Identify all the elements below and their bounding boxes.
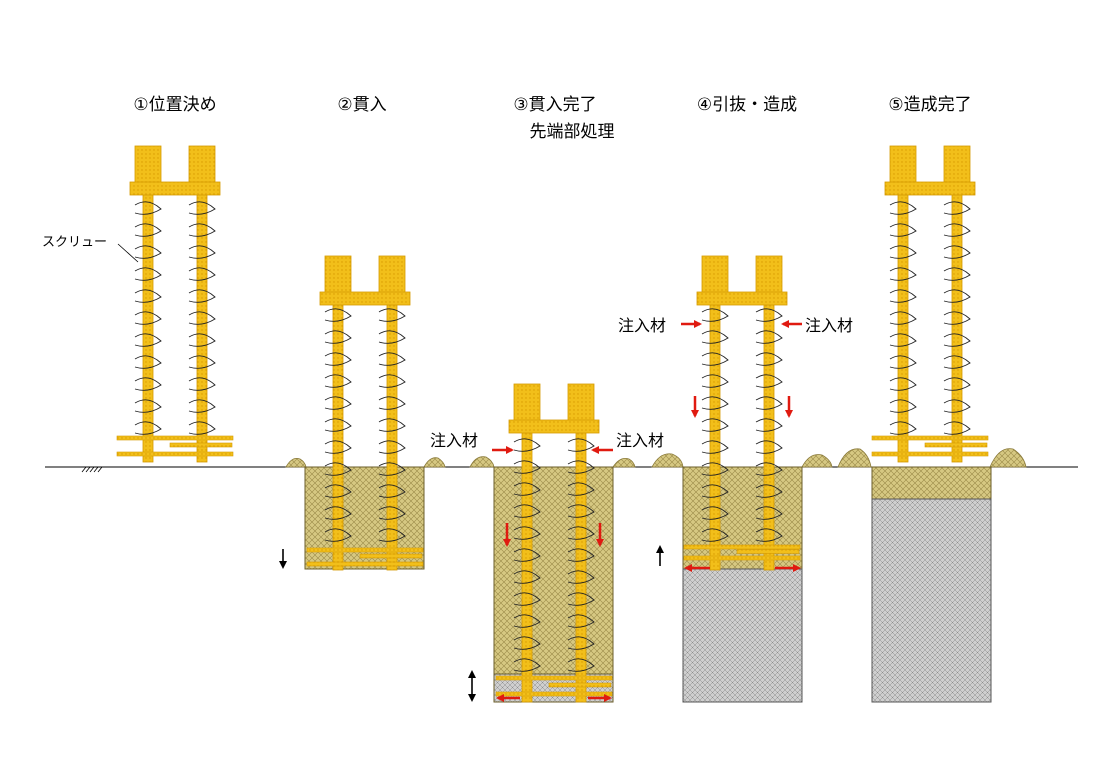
step5-title: ⑤造成完了 xyxy=(888,95,971,115)
step5-soil-cap xyxy=(871,466,992,500)
step4-injection-label-left: 注入材 xyxy=(618,316,666,335)
step1-tip-blades xyxy=(116,435,234,457)
step5-screw-helix xyxy=(889,201,971,435)
step4-screw-helix xyxy=(701,308,783,542)
step2-tip-blades xyxy=(306,547,424,567)
step2-screw-helix xyxy=(324,308,406,542)
step1-screw-helix xyxy=(134,201,216,435)
injection-arrows xyxy=(492,320,802,702)
step3-title: ③貫入完了 xyxy=(513,95,596,115)
step2-machine xyxy=(306,255,424,571)
step5-machine xyxy=(871,145,989,463)
step3-machine xyxy=(495,383,613,703)
step4-machine xyxy=(683,255,801,571)
step4-injection-label-right: 注入材 xyxy=(805,316,853,335)
step3-injection-label-right: 注入材 xyxy=(616,431,664,450)
step5-tip-blades xyxy=(871,435,989,457)
step4-improved-column xyxy=(682,568,803,703)
step5-improved-column xyxy=(871,498,992,703)
step3-injection-label-left: 注入材 xyxy=(430,431,478,450)
step1-machine xyxy=(116,145,234,463)
step4-title: ④引抜・造成 xyxy=(697,95,797,115)
direction-arrows xyxy=(279,545,664,702)
ground-hatch-icon xyxy=(81,466,103,473)
step3-subtitle: 先端部処理 xyxy=(530,122,615,142)
machines xyxy=(116,145,989,703)
step2-title: ②貫入 xyxy=(337,95,386,115)
step3-soil-zone xyxy=(493,466,614,703)
screw-label: スクリュー xyxy=(42,235,107,250)
spoil-mounds xyxy=(285,448,1027,468)
step4-tip-blades xyxy=(683,544,801,561)
step1-title: ①位置決め xyxy=(133,95,216,115)
screw-leader-line xyxy=(117,243,139,263)
